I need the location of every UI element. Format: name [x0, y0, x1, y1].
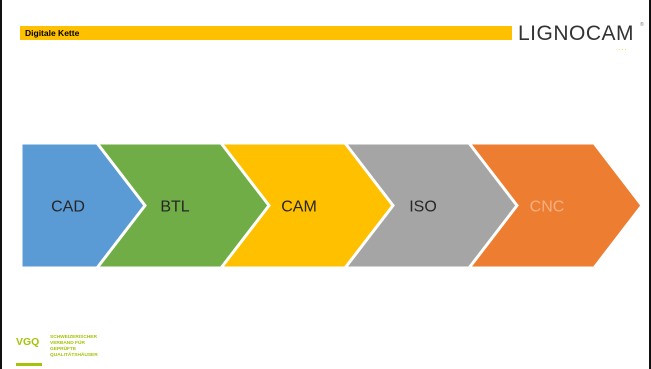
lignocam-logo: LIGNOCAM ® ... — [518, 20, 646, 52]
logo-dots: ... — [618, 43, 628, 52]
vgq-logo: VGQ SCHWEIZERISCHER VERBAND FÜR GEPRÜFTE… — [16, 333, 126, 369]
chain-step-label-btl: BTL — [160, 199, 189, 216]
vgq-line-3: GEPRÜFTE — [50, 347, 77, 352]
vgq-line-4: QUALITÄTSHÄUSER — [50, 353, 98, 358]
vgq-line-1: SCHWEIZERISCHER — [50, 335, 97, 340]
logo-registered-mark: ® — [640, 22, 644, 28]
logo-wordmark: LIGNOCAM — [518, 22, 635, 45]
chain-step-label-cad: CAD — [51, 199, 85, 216]
chain-step-label-iso: ISO — [409, 199, 437, 216]
vgq-mark: VGQ — [16, 336, 40, 348]
vgq-tagline: SCHWEIZERISCHER VERBAND FÜR GEPRÜFTE QUA… — [50, 335, 98, 359]
vgq-line-2: VERBAND FÜR — [50, 341, 85, 346]
chain-step-label-cnc: CNC — [530, 199, 565, 216]
chain-step-cnc — [465, 141, 644, 270]
slide-title: Digitale Kette — [25, 28, 80, 38]
title-bar: Digitale Kette — [20, 26, 512, 40]
vgq-underline — [16, 363, 42, 366]
chain-step-label-cam: CAM — [281, 199, 317, 216]
